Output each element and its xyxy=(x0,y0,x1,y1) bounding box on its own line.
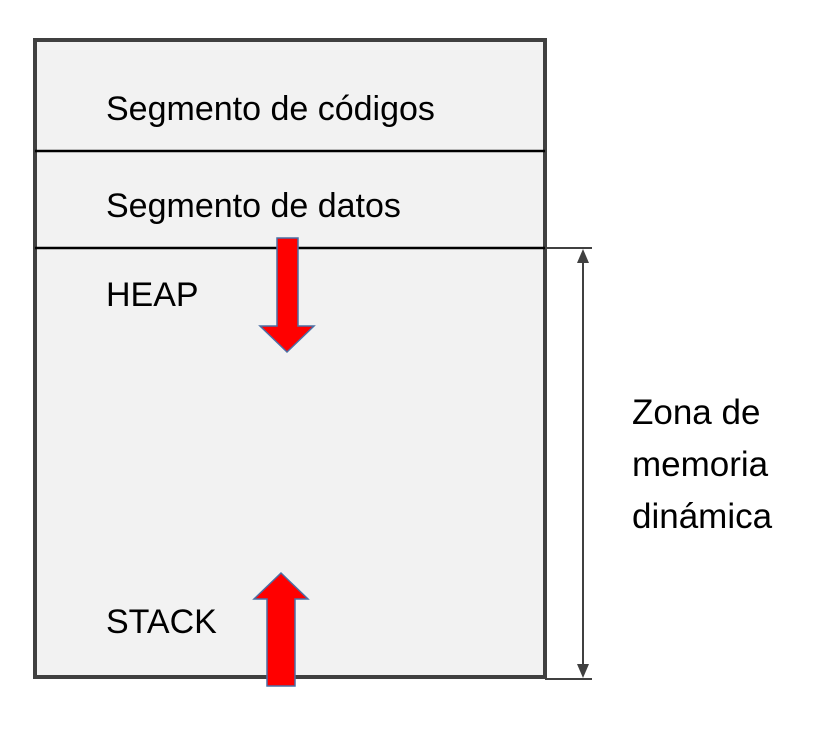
heap-growth-down-arrow-icon xyxy=(258,237,316,354)
stack-growth-up-arrow-icon xyxy=(252,571,310,687)
zone-label-line2: memoria xyxy=(632,445,769,484)
code-segment-label: Segmento de códigos xyxy=(106,90,435,128)
bracket-bottom-arrowhead-icon xyxy=(577,664,589,678)
data-segment-label: Segmento de datos xyxy=(106,187,401,225)
stack-label: STACK xyxy=(106,603,217,641)
memory-box xyxy=(33,38,547,679)
bracket-top-arrowhead-icon xyxy=(577,249,589,263)
zone-label-line1: Zona de xyxy=(632,393,760,432)
dynamic-zone-bracket xyxy=(545,247,592,680)
heap-label: HEAP xyxy=(106,276,199,314)
zone-label-line3: dinámica xyxy=(632,497,773,536)
